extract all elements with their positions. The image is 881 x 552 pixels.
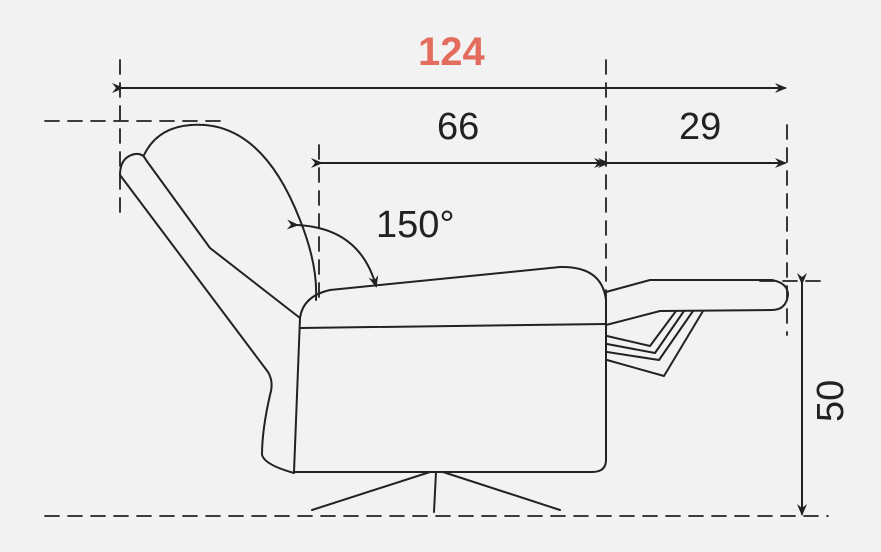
- recline-angle-label: 150°: [376, 204, 455, 246]
- dimension-arrows: [112, 83, 807, 516]
- footrest-extension-label: 29: [679, 106, 722, 148]
- total-length-label: 124: [418, 30, 485, 74]
- height-label: 50: [810, 379, 852, 422]
- seat-depth-label: 66: [437, 106, 480, 148]
